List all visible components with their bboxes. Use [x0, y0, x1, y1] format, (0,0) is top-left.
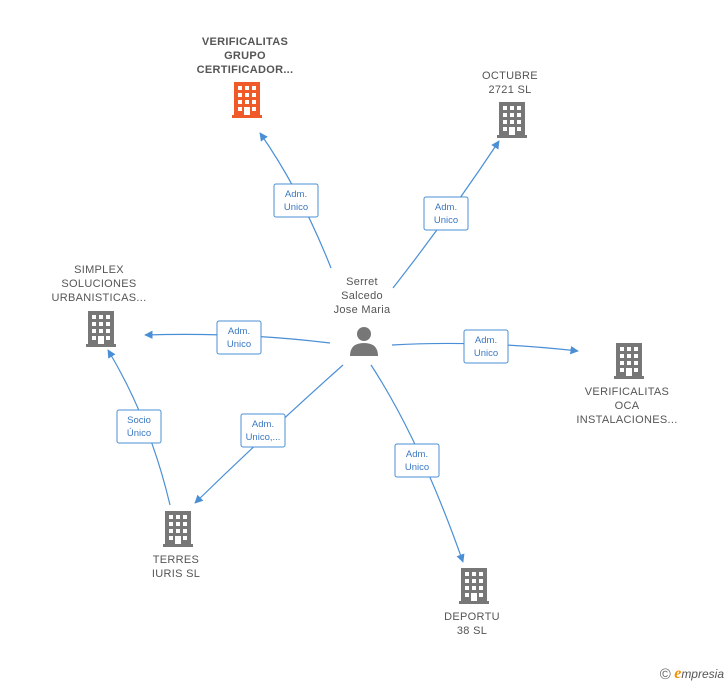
edge-label-text: Socio: [127, 415, 151, 426]
edge-label-box[interactable]: [423, 196, 469, 231]
node-label-line: TERRES: [153, 554, 199, 566]
edge-label-text: Adm.: [435, 202, 457, 213]
edge-center-to-deportu: Adm. Unico: [370, 364, 465, 563]
edge-label-text: Adm.: [228, 326, 250, 337]
edge-label-box[interactable]: [240, 413, 286, 448]
node-company-verificalitas-grupo[interactable]: VERIFICALITAS GRUPO CERTIFICADOR...: [197, 36, 294, 118]
node-company-deportu[interactable]: DEPORTU 38 SL: [444, 568, 500, 637]
building-icon: [232, 82, 262, 118]
node-label-line: 2721 SL: [488, 84, 531, 96]
empresia-logo-text: mpresia: [681, 667, 724, 681]
node-company-terres[interactable]: TERRES IURIS SL: [152, 511, 200, 580]
edge-label-text: Unico: [284, 202, 308, 213]
node-label-line: OCA: [615, 400, 640, 412]
node-label-line: INSTALACIONES...: [576, 414, 677, 426]
edge-label-text: Adm.: [285, 189, 307, 200]
edge-label-text: Único: [127, 428, 151, 439]
node-label-line: Jose Maria: [334, 304, 391, 316]
edge-center-to-verificalitas-oca: Adm. Unico: [391, 329, 579, 364]
node-label-line: DEPORTU: [444, 611, 500, 623]
node-label-line: Salcedo: [341, 290, 383, 302]
edge-center-to-verificalitas-grupo: Adm. Unico: [259, 132, 332, 269]
edge-label-text: Adm.: [252, 419, 274, 430]
node-company-octubre[interactable]: OCTUBRE 2721 SL: [482, 70, 538, 138]
node-label-line: CERTIFICADOR...: [197, 64, 294, 76]
building-icon: [86, 311, 116, 347]
building-icon: [614, 343, 644, 379]
edge-label-text: Unico: [227, 339, 251, 350]
edge-center-to-simplex: Adm. Unico: [144, 320, 331, 355]
node-label-line: Serret: [346, 276, 378, 288]
edge-label-text: Adm.: [475, 335, 497, 346]
edge-label-text: Unico: [434, 215, 458, 226]
edge-label-text: Adm.: [406, 449, 428, 460]
edge-center-to-terres: Adm. Unico,...: [194, 364, 344, 504]
node-label-line: IURIS SL: [152, 568, 200, 580]
edge-label-text: Unico: [405, 462, 429, 473]
building-icon: [163, 511, 193, 547]
empresia-logo-initial: e: [674, 665, 682, 682]
node-label-line: VERIFICALITAS: [202, 36, 288, 48]
edge-label-text: Unico: [474, 348, 498, 359]
node-label-line: SOLUCIONES: [61, 278, 136, 290]
building-icon: [497, 102, 527, 138]
node-label-line: URBANISTICAS...: [52, 292, 147, 304]
edge-label-box[interactable]: [216, 320, 262, 355]
node-company-verificalitas-oca[interactable]: VERIFICALITAS OCA INSTALACIONES...: [576, 343, 677, 426]
person-icon: [350, 327, 378, 356]
node-label-line: SIMPLEX: [74, 264, 124, 276]
node-label-line: VERIFICALITAS: [585, 386, 669, 398]
node-label-line: 38 SL: [457, 625, 487, 637]
node-label-line: OCTUBRE: [482, 70, 538, 82]
edge-label-box[interactable]: [463, 329, 509, 364]
edge-center-to-octubre: Adm. Unico: [392, 140, 500, 289]
copyright-icon: ©: [659, 666, 671, 683]
copyright-footer: © empresia: [660, 665, 724, 683]
edge-label-box[interactable]: [116, 409, 162, 444]
node-company-simplex[interactable]: SIMPLEX SOLUCIONES URBANISTICAS...: [52, 264, 147, 347]
edge-label-box[interactable]: [273, 183, 319, 218]
edge-label-box[interactable]: [394, 443, 440, 478]
building-icon: [459, 568, 489, 604]
edge-label-text: Unico,...: [246, 432, 281, 443]
node-label-line: GRUPO: [224, 50, 266, 62]
